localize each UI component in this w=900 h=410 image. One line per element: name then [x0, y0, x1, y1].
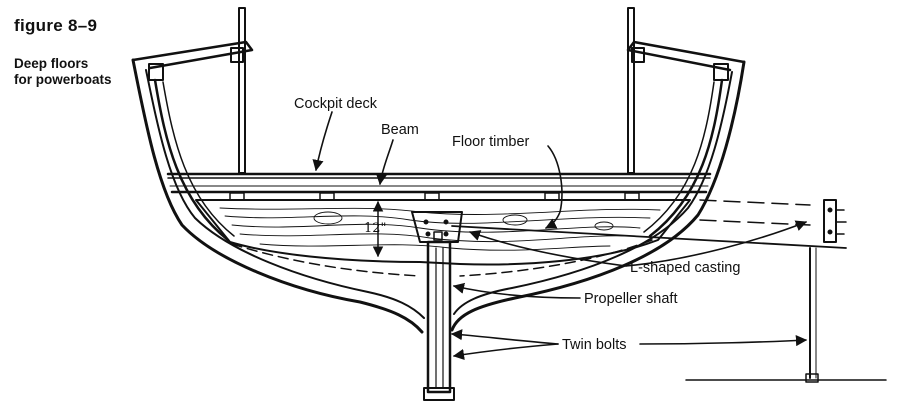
beam-fastenings	[229, 192, 640, 201]
label-floor-timber: Floor timber	[452, 134, 530, 150]
keel-deadwood	[423, 240, 455, 401]
figure-title: figure 8–9	[14, 16, 98, 35]
label-beam: Beam	[381, 122, 419, 138]
l-shaped-casting-block	[411, 211, 463, 243]
hull-shell	[131, 40, 746, 334]
caption-line-2: for powerboats	[14, 72, 112, 87]
label-twin-bolts: Twin bolts	[562, 337, 626, 353]
label-cockpit-deck: Cockpit deck	[294, 96, 378, 112]
frames	[153, 78, 724, 242]
label-l-shaped-casting: L-shaped casting	[630, 260, 740, 276]
stanchions	[238, 7, 635, 174]
label-propeller-shaft: Propeller shaft	[584, 291, 678, 307]
cockpit-deck	[166, 172, 712, 194]
shaft-assembly	[451, 199, 887, 383]
figure-caption: Deep floors for powerboats	[14, 56, 112, 88]
planking	[231, 239, 653, 277]
caption-line-1: Deep floors	[14, 56, 89, 71]
leader-lines	[312, 111, 808, 361]
dimension-label: 12"	[364, 221, 387, 236]
